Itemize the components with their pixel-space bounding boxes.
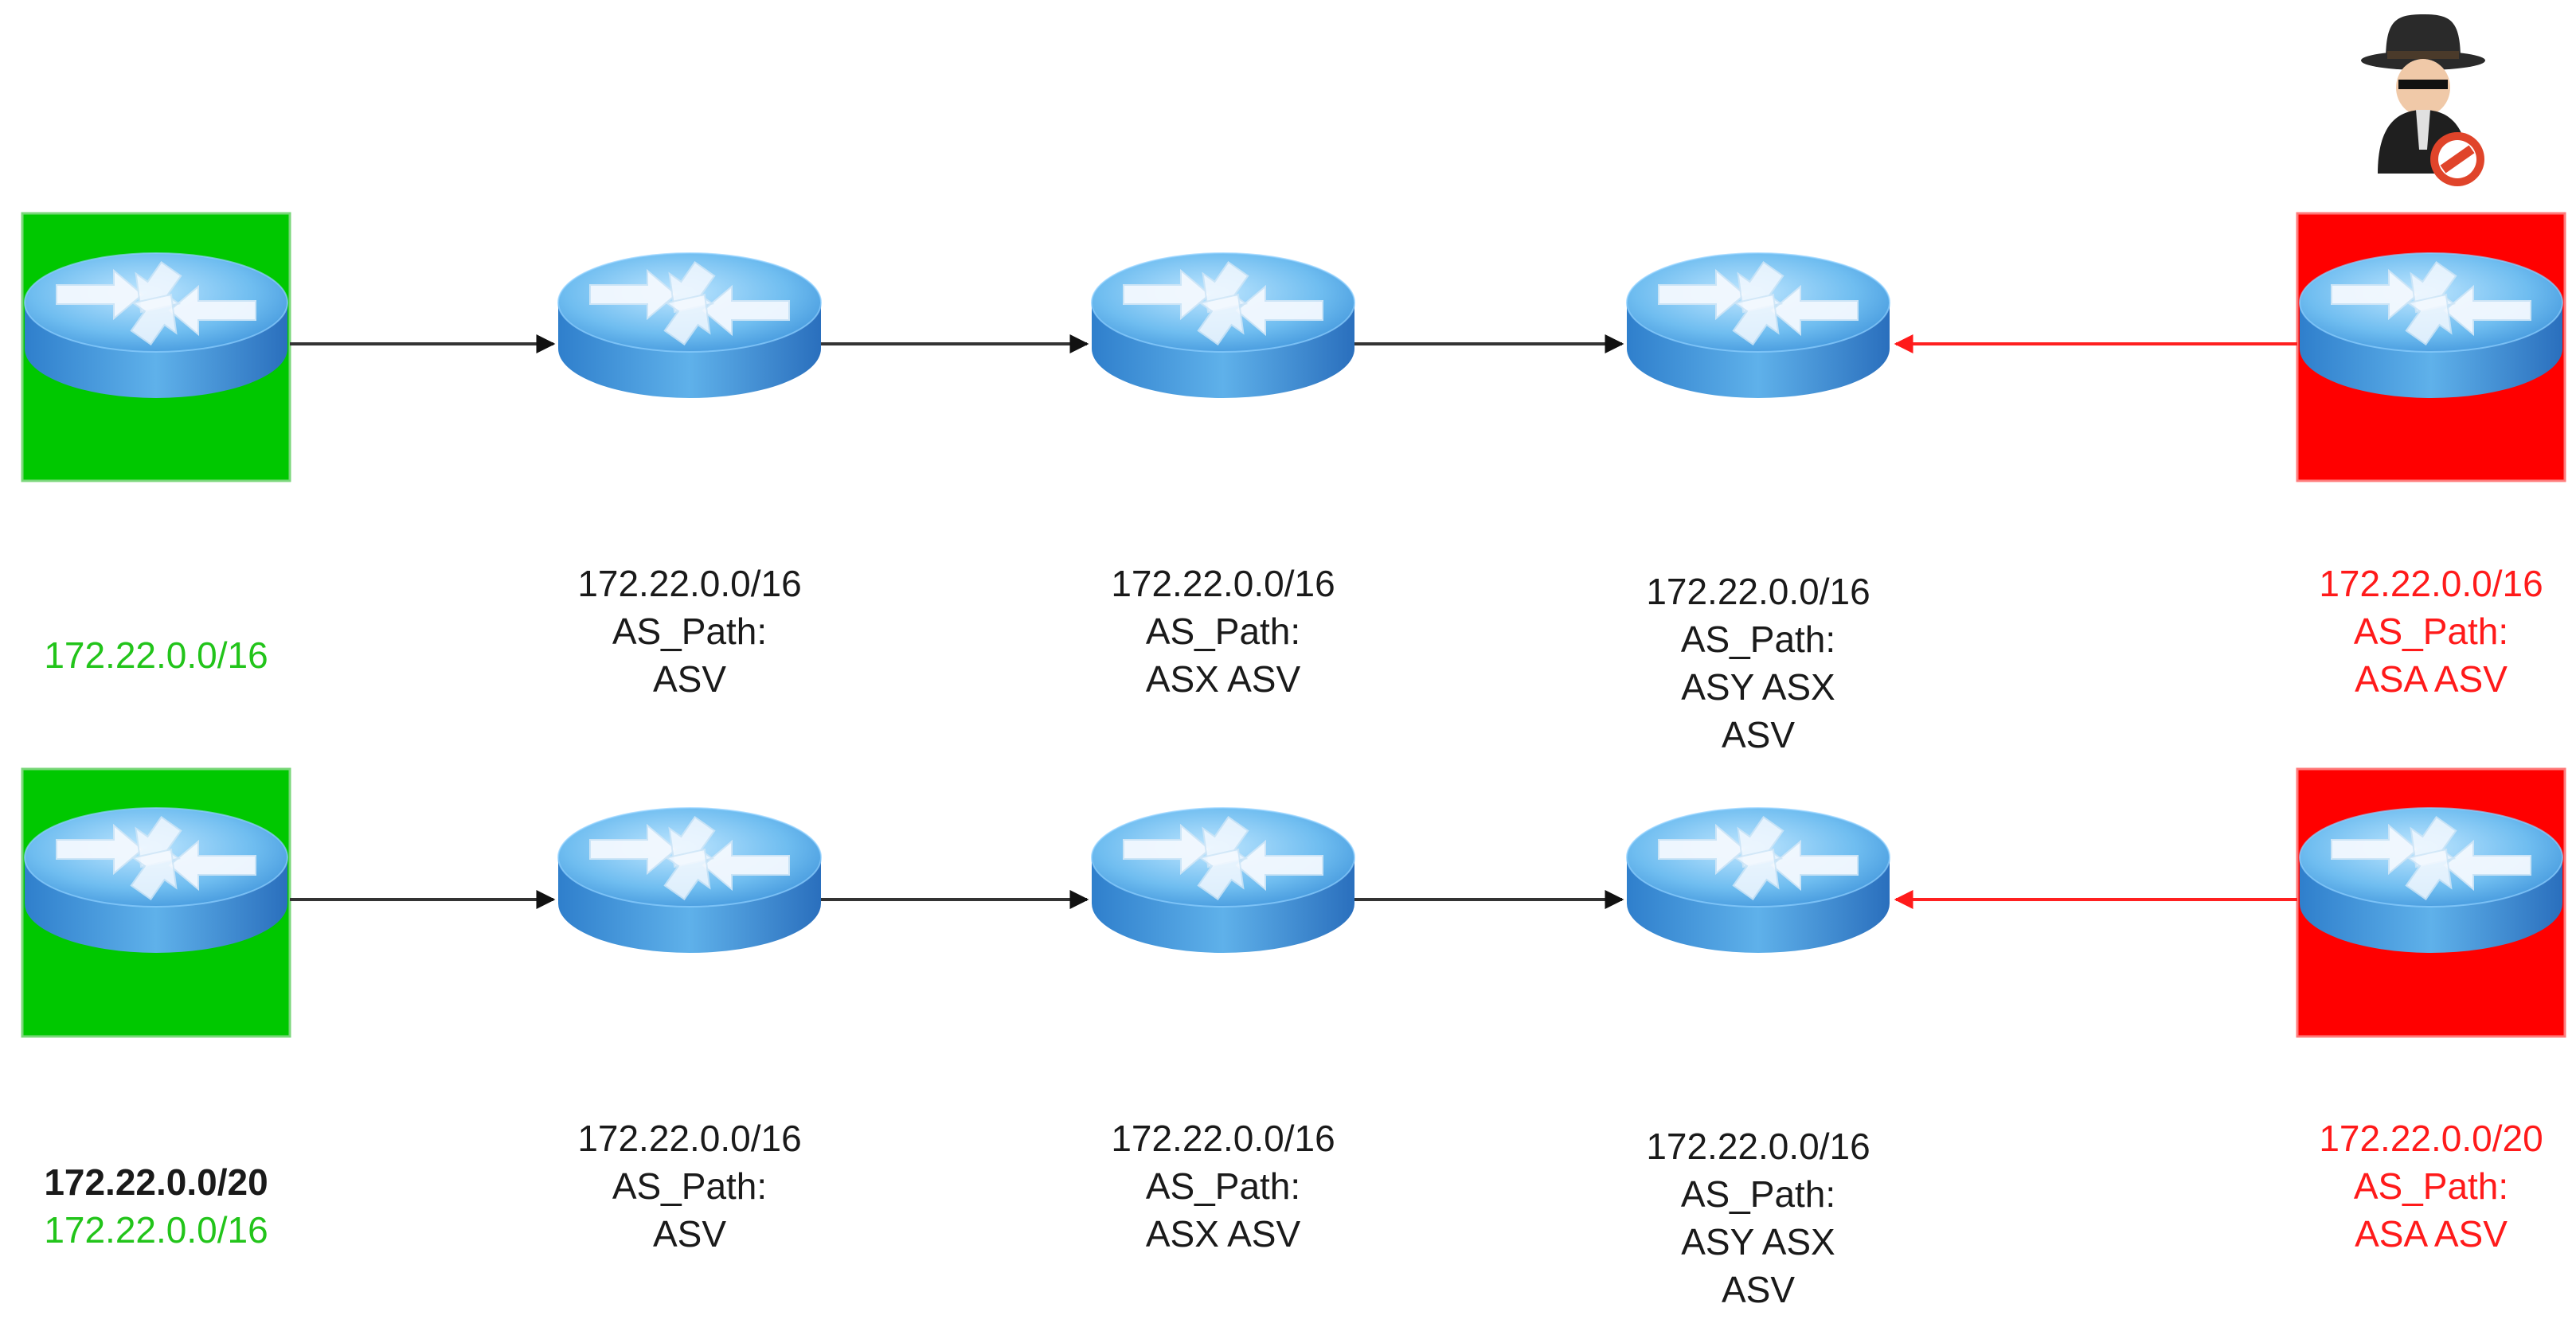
hop1-label-row2: 172.22.0.0/16 AS_Path: ASV — [522, 1114, 857, 1258]
as-path-label: AS_Path: — [1145, 611, 1301, 652]
hop2-label-row1: 172.22.0.0/16 AS_Path: ASX ASV — [1056, 560, 1390, 703]
as-path-label: AS_Path: — [612, 611, 768, 652]
hacker-icon — [2361, 14, 2485, 186]
hop3-label-row2: 172.22.0.0/16 AS_Path: ASY ASX ASV — [1591, 1122, 1925, 1313]
as-path-value: ASV — [652, 658, 727, 700]
router-icon — [2299, 807, 2563, 954]
hop3-label-row1: 172.22.0.0/16 AS_Path: ASY ASX ASV — [1591, 568, 1925, 759]
as-path-label: AS_Path: — [1145, 1165, 1301, 1207]
router-icon — [557, 252, 822, 399]
prefix-text: 172.22.0.0/16 — [1646, 1126, 1870, 1167]
router-icon — [24, 252, 288, 399]
as-path-value: ASA ASV — [2355, 658, 2508, 700]
as-path-value: ASX ASV — [1145, 658, 1301, 700]
as-path-value: ASY ASX — [1681, 666, 1835, 708]
prefix-text: 172.22.0.0/16 — [1646, 571, 1870, 612]
prefix-text: 172.22.0.0/16 — [1111, 1118, 1335, 1159]
as-path-label: AS_Path: — [1680, 619, 1836, 660]
prefix-text: 172.22.0.0/16 — [2319, 563, 2543, 604]
router-icon — [557, 807, 822, 954]
prefix-text: 172.22.0.0/16 — [44, 1209, 268, 1251]
hop1-label-row1: 172.22.0.0/16 AS_Path: ASV — [522, 560, 857, 703]
hop2-label-row2: 172.22.0.0/16 AS_Path: ASX ASV — [1056, 1114, 1390, 1258]
origin-prefix-label-row2: 172.22.0.0/20 172.22.0.0/16 — [0, 1158, 323, 1254]
router-icon — [1091, 807, 1355, 954]
origin-prefix-label-row1: 172.22.0.0/16 — [0, 631, 323, 679]
as-path-label: AS_Path: — [1680, 1173, 1836, 1215]
prefix-text: 172.22.0.0/20 — [2319, 1118, 2543, 1159]
prefix-text: 172.22.0.0/16 — [577, 563, 802, 604]
prefix-text: 172.22.0.0/16 — [577, 1118, 802, 1159]
as-path-label: AS_Path: — [2353, 1165, 2509, 1207]
attacker-label-row1: 172.22.0.0/16 AS_Path: ASA ASV — [2264, 560, 2576, 703]
router-icon — [24, 807, 288, 954]
as-path-label: AS_Path: — [612, 1165, 768, 1207]
prefix-text: 172.22.0.0/16 — [44, 634, 268, 676]
router-icon — [2299, 252, 2563, 399]
as-path-value: ASA ASV — [2355, 1213, 2508, 1255]
router-icon — [1626, 807, 1890, 954]
as-path-value: ASX ASV — [1145, 1213, 1301, 1255]
as-path-label: AS_Path: — [2353, 611, 2509, 652]
as-path-value: ASV — [1721, 1269, 1796, 1310]
attacker-label-row2: 172.22.0.0/20 AS_Path: ASA ASV — [2264, 1114, 2576, 1258]
as-path-value: ASY ASX — [1681, 1221, 1835, 1263]
router-icon — [1091, 252, 1355, 399]
router-icon — [1626, 252, 1890, 399]
prefix-text: 172.22.0.0/20 — [44, 1161, 268, 1203]
as-path-value: ASV — [1721, 714, 1796, 755]
prefix-text: 172.22.0.0/16 — [1111, 563, 1335, 604]
as-path-value: ASV — [652, 1213, 727, 1255]
